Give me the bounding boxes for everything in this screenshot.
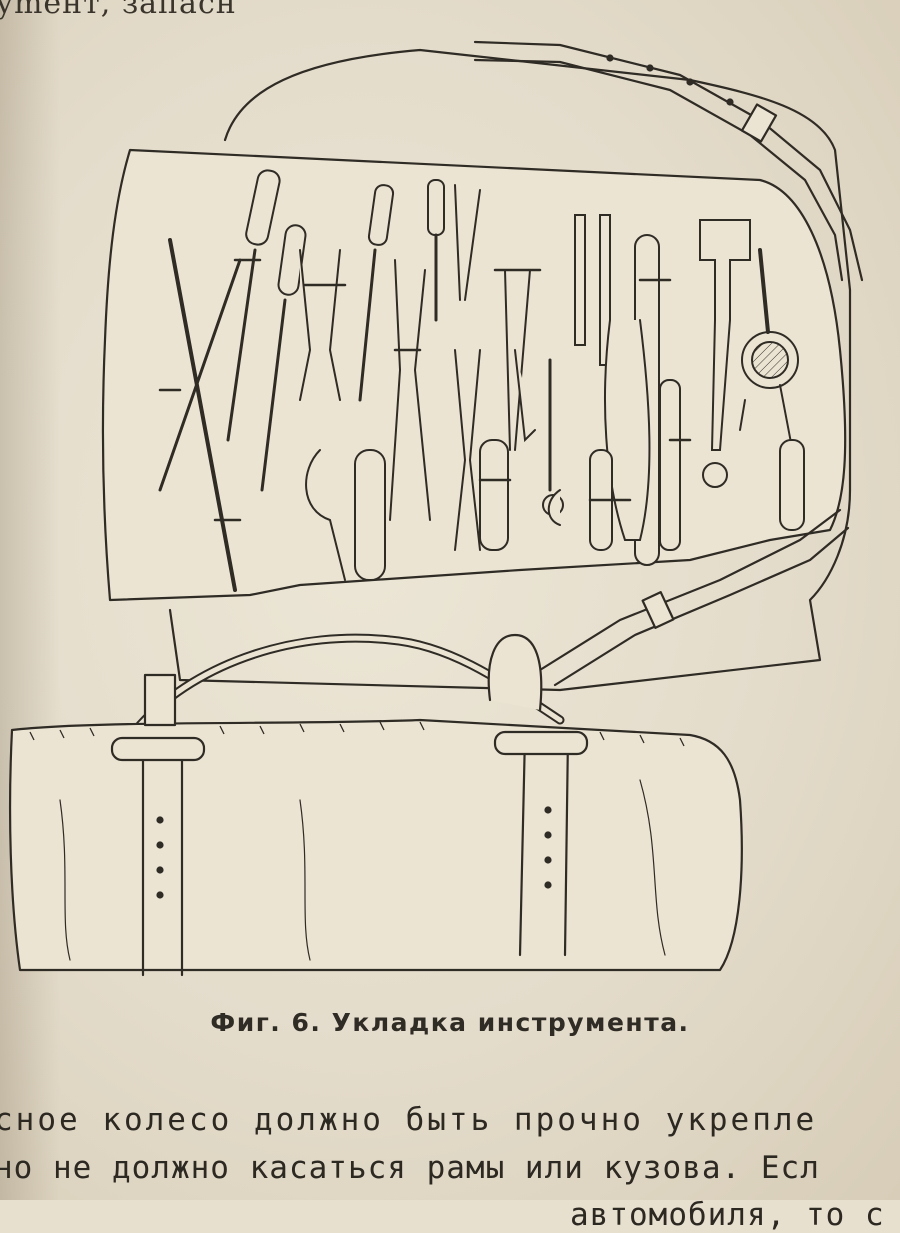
tool-roll-illustration [8, 40, 864, 977]
handle-loop [487, 633, 543, 712]
side-strap [538, 508, 842, 672]
roll-back-flap [168, 48, 852, 692]
page-shadow [0, 0, 60, 1200]
body-text-line-3: автомобиля, то с [570, 1197, 885, 1233]
top-text-fragment: ymeнт, запасн [0, 0, 237, 21]
body-text-line-2: но не должно касаться рамы или кузова. Е… [0, 1150, 820, 1186]
body-text-line-1: сное колесо должно быть прочно укрепле [0, 1102, 818, 1138]
tool-panel [101, 148, 847, 602]
stitch-marks [29, 721, 685, 747]
bundle-strap-left [141, 673, 184, 977]
rolled-bundle [8, 718, 743, 972]
figure-caption: Фиг. 6. Укладка инструмента. [210, 1008, 690, 1037]
tools-group [158, 169, 805, 592]
bundle-strap-right [518, 733, 570, 957]
